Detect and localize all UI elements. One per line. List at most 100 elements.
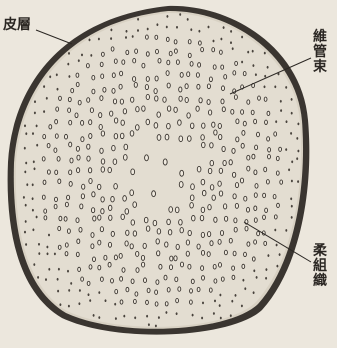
vascular-bundle [146,119,150,124]
vascular-bundle [207,232,210,237]
vascular-bundle [122,60,125,65]
vascular-bundle [212,122,215,127]
vascular-bundle [42,157,45,161]
vascular-bundle [126,230,129,235]
vascular-bundle [174,49,177,53]
vascular-bundle [65,243,68,247]
vascular-bundle [101,159,104,164]
vascular-bundle [91,54,93,56]
vascular-bundle [291,216,293,218]
vascular-bundle [81,194,84,199]
vascular-bundle [179,182,183,188]
vascular-bundle [97,184,100,189]
vascular-bundle [274,215,277,219]
vascular-bundle [221,99,224,104]
vascular-bundle [213,40,215,42]
vascular-bundle [131,279,134,284]
vascular-bundle [113,99,116,104]
vascular-bundle [49,268,51,270]
vascular-bundle [213,65,216,69]
vascular-bundle [76,73,79,77]
vascular-bundle [93,257,96,262]
vascular-bundle [157,229,161,234]
vascular-bundle [122,268,125,273]
vascular-bundle [75,113,78,118]
vascular-bundle [87,144,90,149]
vascular-bundle [103,87,106,92]
vascular-bundle [146,52,149,57]
vascular-bundle [130,244,133,249]
vascular-bundle [220,231,223,236]
vascular-bundle [264,86,266,88]
vascular-bundle [186,251,189,256]
vascular-bundle [221,65,224,69]
vascular-bundle [59,96,62,100]
vascular-bundle [221,86,224,91]
vascular-bundle [192,216,196,221]
vascular-bundle [156,280,159,285]
vascular-bundle [89,120,92,125]
vascular-bundle [235,183,238,188]
vascular-bundle [101,197,104,202]
vascular-bundle [67,195,70,200]
vascular-bundle [141,255,144,260]
vascular-bundle [47,143,50,147]
vascular-bundle [219,168,222,173]
vascular-bundle [188,53,191,57]
vascular-bundle [93,314,95,316]
vascular-bundle [176,244,179,249]
vascular-bundle [156,49,159,53]
vascular-bundle [70,158,73,163]
vascular-bundle [169,51,172,56]
vascular-bundle [297,180,299,182]
vascular-bundle [89,299,91,301]
vascular-bundle [210,185,214,190]
vascular-bundle [230,315,232,317]
vascular-bundle [98,215,101,220]
vascular-bundle [42,195,45,199]
vascular-bundle [214,279,217,283]
vascular-bundle [242,264,245,268]
vascular-bundle [34,101,36,103]
vascular-bundle [246,207,249,212]
vascular-bundle [241,143,244,148]
vascular-bundle [55,197,58,202]
vascular-bundle [81,121,84,126]
vascular-bundle [125,36,127,38]
vascular-bundle [191,184,195,190]
vascular-bundle [99,113,102,118]
vascular-bundle [43,180,46,184]
vascular-bundle [145,85,148,90]
vascular-bundle [291,112,293,114]
vascular-bundle [265,277,267,279]
vascular-bundle [176,60,179,65]
vascular-bundle [166,37,169,41]
vascular-bundle [167,106,170,111]
vascular-bundle [167,219,171,225]
vascular-bundle [223,204,226,209]
vascular-bundle [213,312,215,314]
vascular-bundle [36,125,38,127]
vascular-bundle [210,241,213,246]
vascular-bundle [234,218,237,223]
vascular-bundle [68,97,71,101]
vascular-bundle [247,100,250,104]
vascular-bundle [54,148,57,153]
vascular-bundle [254,170,257,175]
vascular-bundle [136,107,139,112]
vascular-bundle [157,112,161,117]
vascular-bundle [58,245,61,249]
vascular-bundle [120,133,124,138]
vascular-bundle [87,281,90,285]
vascular-bundle [114,184,118,190]
vascular-bundle [188,230,191,235]
vascular-bundle [56,107,59,111]
vascular-bundle [48,234,50,236]
vascular-bundle [244,252,247,256]
vascular-bundle [124,144,128,150]
vascular-bundle [154,123,158,129]
vascular-bundle [265,208,268,212]
vascular-bundle [201,179,205,185]
vascular-bundle [153,220,157,225]
